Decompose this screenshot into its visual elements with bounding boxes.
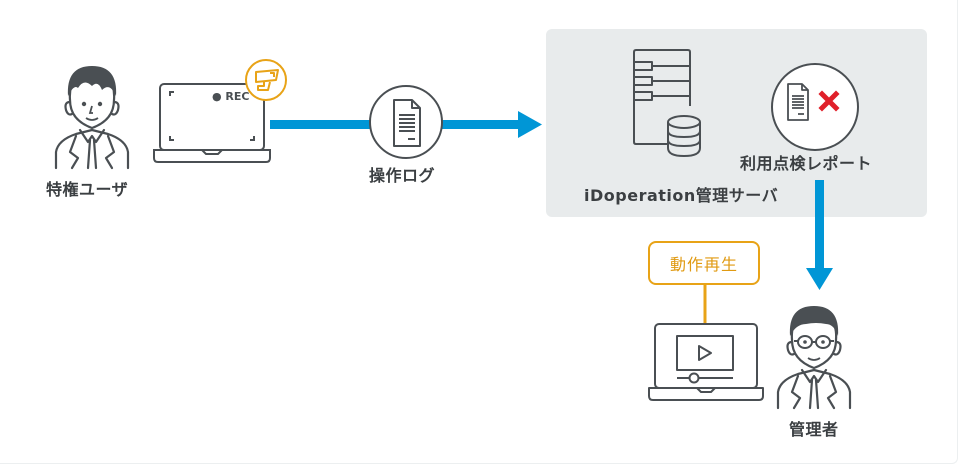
playback-tag: 動作再生 bbox=[648, 241, 760, 285]
playback-laptop-icon bbox=[648, 323, 764, 401]
cross-icon bbox=[818, 90, 840, 112]
server-label: iDoperation管理サーバ bbox=[584, 186, 779, 205]
operation-log-label: 操作ログ bbox=[369, 166, 436, 185]
server-panel bbox=[546, 29, 927, 217]
administrator-label: 管理者 bbox=[789, 420, 839, 439]
user-laptop-icon bbox=[153, 83, 271, 163]
rec-indicator: ● REC bbox=[212, 90, 250, 103]
administrator-icon bbox=[776, 306, 852, 410]
privileged-user-label: 特権ユーザ bbox=[46, 180, 129, 199]
privileged-user-icon bbox=[54, 66, 130, 170]
playback-connector bbox=[703, 285, 707, 325]
usage-report-label: 利用点検レポート bbox=[740, 154, 873, 173]
usage-report-icon bbox=[771, 63, 859, 151]
glasses-icon bbox=[794, 335, 834, 349]
flow-arrow-to-admin bbox=[806, 180, 833, 290]
operation-log-icon bbox=[369, 85, 443, 159]
server-icon bbox=[633, 49, 701, 158]
camera-icon bbox=[245, 59, 287, 101]
